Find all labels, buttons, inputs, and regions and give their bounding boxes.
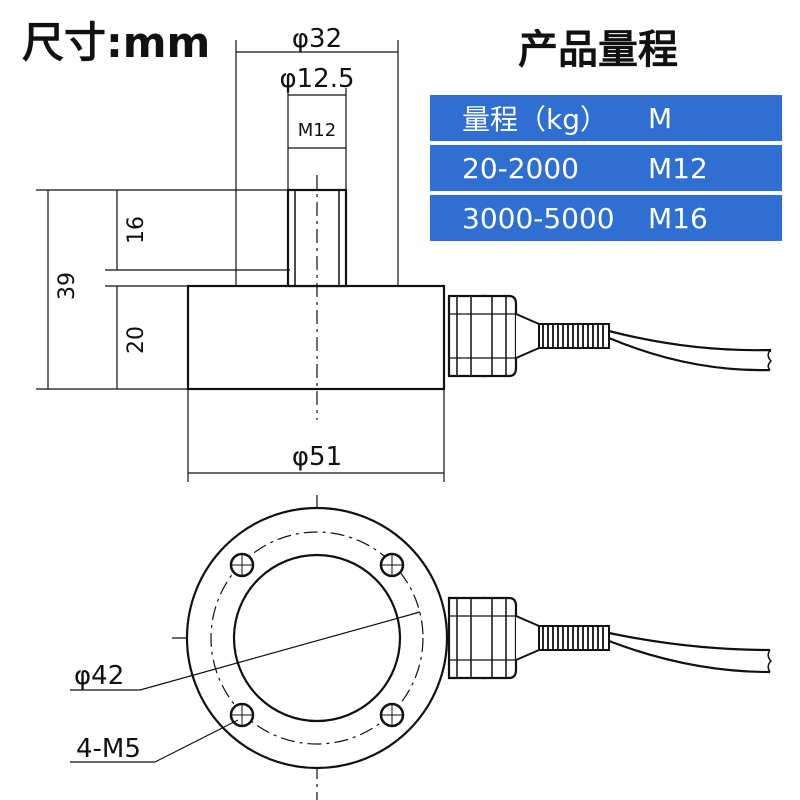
- cable-gland-top: [447, 596, 611, 680]
- dim-body-diameter: φ51: [292, 442, 342, 472]
- cell-range: 3000-5000: [462, 201, 615, 235]
- dim-body-height: 20: [124, 326, 149, 354]
- dim-stud-thread: M12: [298, 120, 336, 141]
- side-view: φ32 φ12.5 M12 39 16 20 φ51: [36, 24, 773, 482]
- table-row: 20-2000 M12: [430, 145, 782, 191]
- bolt-circle: [210, 531, 424, 745]
- cable-gland: [447, 294, 611, 378]
- range-table-header: 量程（kg） M: [430, 95, 782, 141]
- body-outline: [186, 284, 446, 391]
- dim-mount-holes: 4-M5: [76, 734, 141, 764]
- header-thread: M: [648, 101, 673, 135]
- top-view: φ42 4-M5: [70, 495, 773, 800]
- dim-top-diameter: φ32: [292, 24, 342, 54]
- table-row: 3000-5000 M16: [430, 195, 782, 241]
- cell-thread: M12: [648, 151, 708, 185]
- mount-hole: [229, 552, 405, 728]
- cell-thread: M16: [648, 201, 708, 235]
- cell-range: 20-2000: [462, 151, 579, 185]
- flange-inner: [232, 553, 402, 723]
- range-table: 量程（kg） M 20-2000 M12 3000-5000 M16: [430, 95, 782, 245]
- unit-label: 尺寸:mm: [22, 18, 211, 67]
- dim-stud-diameter: φ12.5: [279, 64, 354, 94]
- dim-stud-height: 16: [124, 216, 149, 244]
- cable: [608, 329, 772, 352]
- dim-total-height: 39: [55, 272, 80, 300]
- dim-bolt-circle: φ42: [74, 661, 124, 691]
- range-table-title: 产品量程: [518, 27, 678, 73]
- header-range: 量程（kg）: [462, 103, 608, 136]
